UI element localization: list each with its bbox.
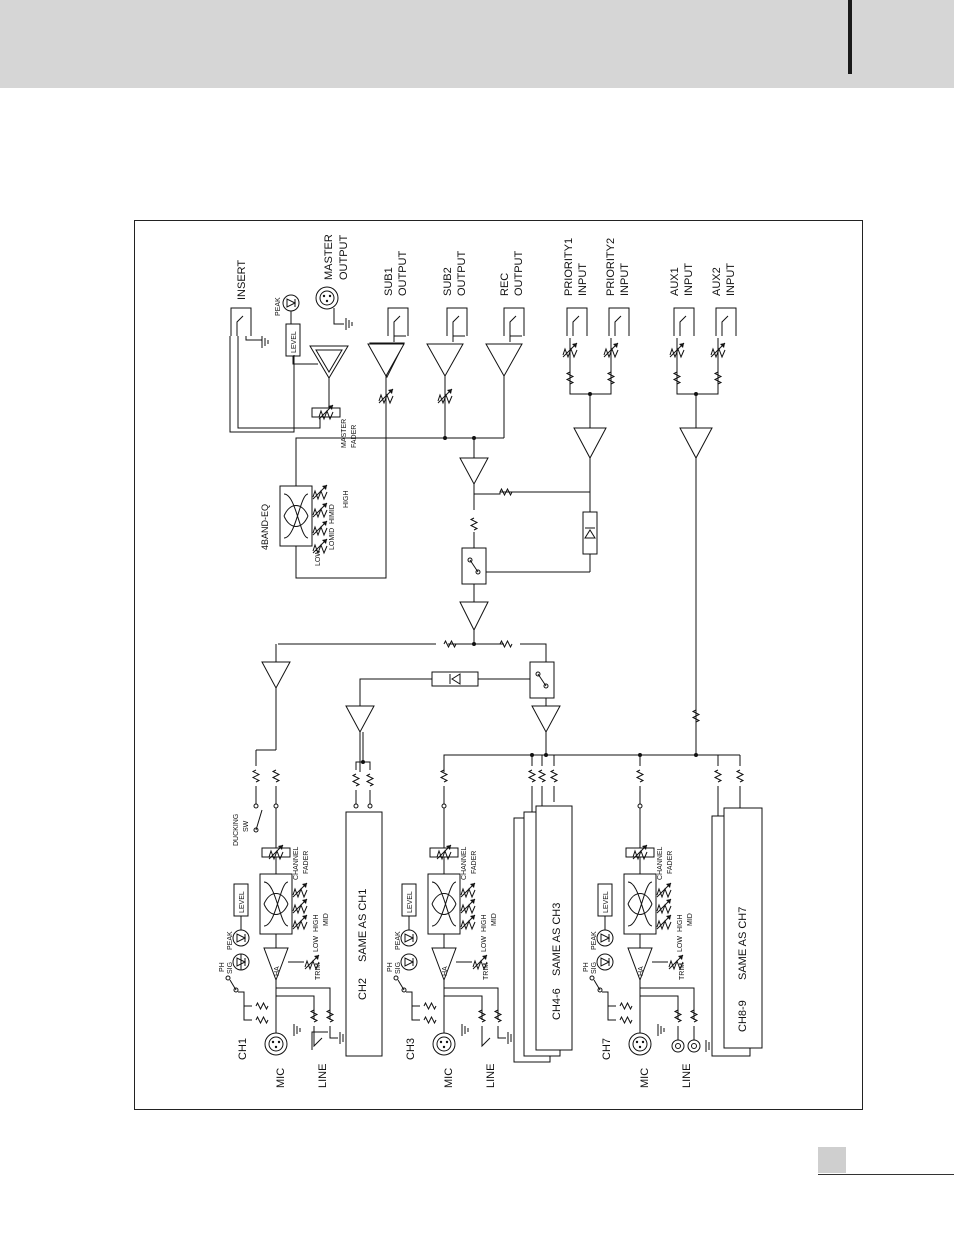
eq-band-low: LOW [315,550,322,566]
ch3-label: CH3 [405,1038,417,1060]
ducking-sw-label: SW [243,820,250,832]
master-output-label-2: OUTPUT [338,235,350,281]
insert-label: INSERT [236,260,248,300]
aux2-label: AUX2 [711,267,723,296]
rec-output-label: OUTPUT [513,251,525,297]
ch3-sig-label: SIG [395,962,402,974]
ch7-line-label: LINE [681,1064,693,1088]
ch3-mic-label: MIC [443,1068,455,1088]
same-as-ch3-label: SAME AS CH3 [551,903,563,976]
diagram-frame [134,220,863,1110]
aux1-input-label: INPUT [683,263,695,296]
ch7-sig-label: SIG [591,962,598,974]
ch7-low-label: LOW [677,936,684,952]
ch89-label: CH8-9 [737,1000,749,1032]
channel-1-section: DUCKING SW CHANNEL FADER HIGH MID LOW LE… [219,644,383,1088]
master-eq-section: 4BAND-EQ LOW LOMID HIMID HIGH [260,437,598,772]
footer-rule [818,1174,954,1175]
ch3-high-label: HIGH [481,915,488,933]
ch7-mic-label: MIC [639,1068,651,1088]
ch1-low-label: LOW [313,936,320,952]
ch3-ph-label: PH [387,962,394,972]
ch46-label: CH4-6 [551,988,563,1020]
ch7-ph-label: PH [583,962,590,972]
ch1-mid-label: MID [323,913,330,926]
ch7-trim-label: TRIM [679,963,686,980]
master-output-label: MASTER [323,234,335,280]
priority1-input-label: INPUT [577,263,589,296]
ch3-fader-label: FADER [471,851,478,874]
sub2-output-label: OUTPUT [456,251,468,297]
same-as-ch1-label: SAME AS CH1 [357,889,369,962]
ch7-level-label: LEVEL [603,891,610,913]
ch7-channel-label: CHANNEL [657,846,664,880]
rec-label: REC [499,273,511,296]
ch3-mid-label: MID [491,913,498,926]
sub1-output-label: OUTPUT [397,251,409,297]
channel-3-section: CHANNEL FADER HIGH MID LOW LEVEL PEAK SI… [387,709,700,1088]
ch1-ha-label: HA [274,966,281,976]
ch7-peak-label: PEAK [591,931,598,950]
ch7-label: CH7 [601,1038,613,1060]
eq-band-lomid: LOMID [329,528,336,550]
ch7-ha-label: HA [638,966,645,976]
ch3-peak-label: PEAK [395,931,402,950]
eq-band-high: HIGH [343,491,350,509]
ch3-level-label: LEVEL [407,891,414,913]
ch1-high-label: HIGH [313,915,320,933]
ch1-channel-label: CHANNEL [293,846,300,880]
aux1-label: AUX1 [669,267,681,296]
ch2-label: CH2 [357,978,369,1000]
sub2-label: SUB2 [442,267,454,296]
ch7-fader-label: FADER [667,851,674,874]
eq-title: 4BAND-EQ [260,504,270,550]
master-fader-label: MASTER [341,419,348,448]
header-bar [0,0,954,88]
priority2-input-label: INPUT [619,263,631,296]
master-level-label: LEVEL [291,331,298,353]
ch1-level-label: LEVEL [239,891,246,913]
ch3-line-label: LINE [485,1064,497,1088]
output-section: INSERT MASTER OUTPUT PEAK LEVEL MASTER F… [229,234,525,458]
ducking-label: DUCKING [233,814,240,846]
ch1-label: CH1 [237,1038,249,1060]
sub1-label: SUB1 [383,267,395,296]
channel-7-section: CHANNEL FADER HIGH MID LOW LEVEL PEAK SI… [583,754,763,1088]
ch1-fader-label: FADER [303,851,310,874]
page-number-box [818,1147,846,1173]
ch1-peak-label: PEAK [227,931,234,950]
eq-band-himid: HIMID [329,504,336,524]
master-fader-label-2: FADER [351,425,358,448]
priority1-label: PRIORITY1 [563,238,575,296]
ch1-mic-label: MIC [275,1068,287,1088]
master-peak-label: PEAK [275,297,282,316]
ch3-ha-label: HA [442,966,449,976]
header-divider [848,0,852,74]
aux2-input-label: INPUT [725,263,737,296]
ch3-trim-label: TRIM [483,963,490,980]
ch1-sig-label: SIG [227,962,234,974]
priority2-label: PRIORITY2 [605,238,617,296]
ch1-ph-label: PH [219,962,226,972]
ch7-high-label: HIGH [677,915,684,933]
ch1-line-label: LINE [317,1064,329,1088]
priority-aux-section: PRIORITY1 INPUT PRIORITY2 INPUT AUX1 INP… [562,238,737,755]
same-as-ch7-label: SAME AS CH7 [737,907,749,980]
block-diagram: INSERT MASTER OUTPUT PEAK LEVEL MASTER F… [219,234,763,1088]
ch1-trim-label: TRIM [315,963,322,980]
ch3-low-label: LOW [481,936,488,952]
ch7-mid-label: MID [687,913,694,926]
ch3-channel-label: CHANNEL [461,846,468,880]
